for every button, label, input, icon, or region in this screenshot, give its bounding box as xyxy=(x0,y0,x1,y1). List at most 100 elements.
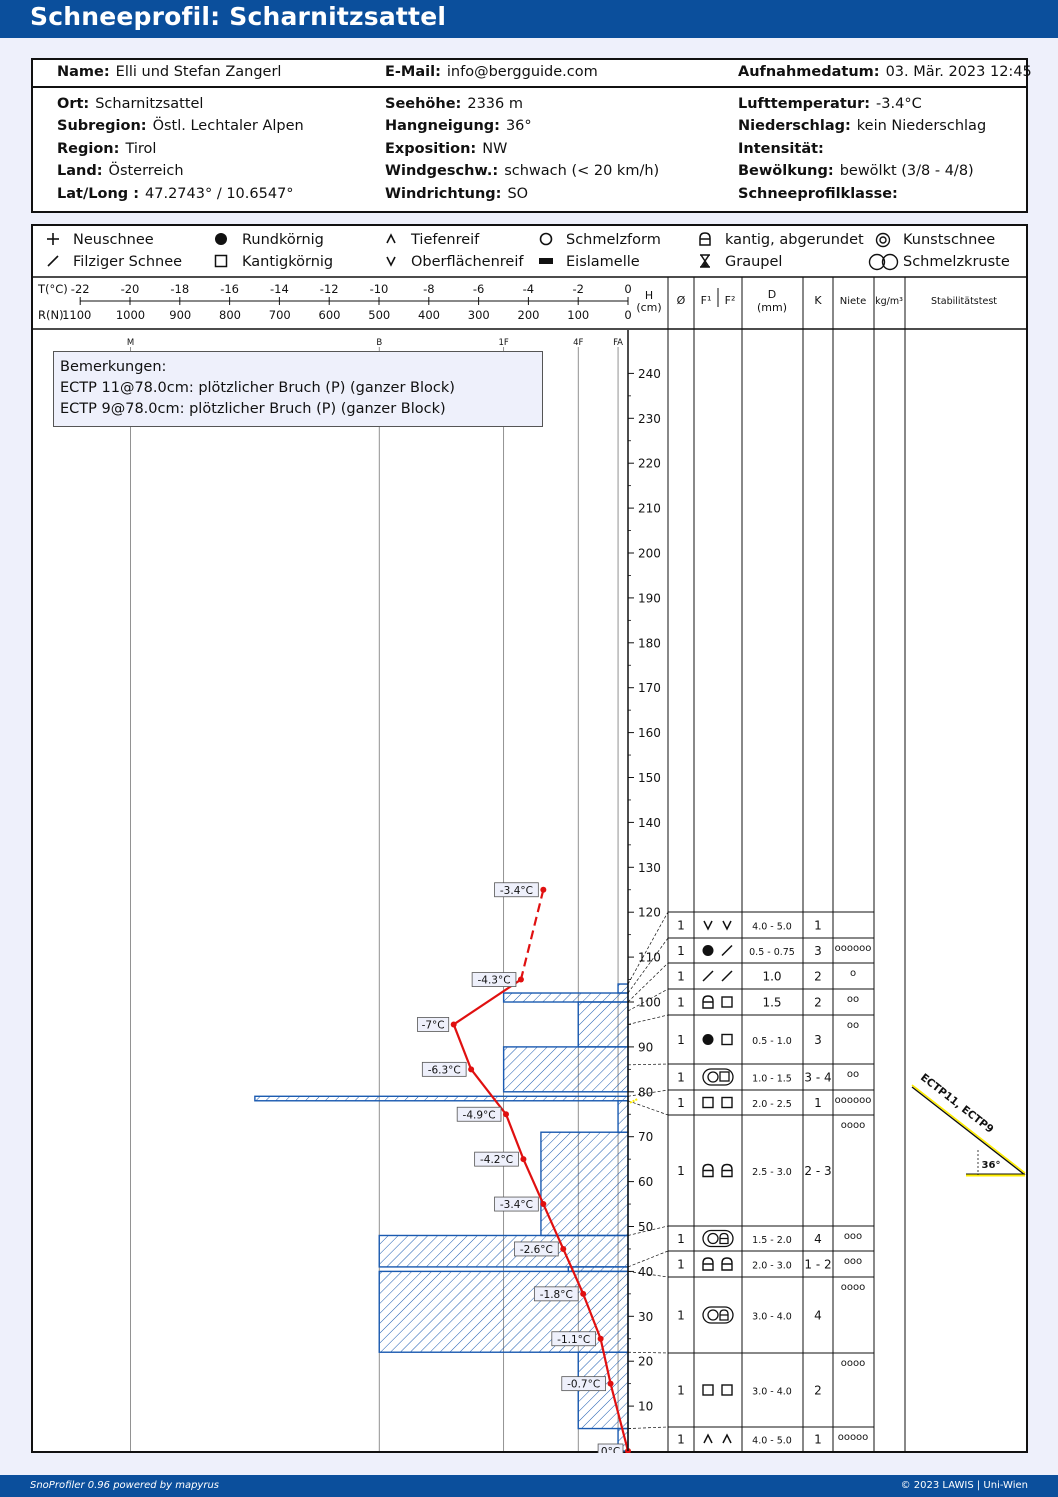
height-tick-label: 180 xyxy=(638,636,661,650)
legend-label: kantig, abgerundet xyxy=(725,232,864,248)
height-tick-label: 190 xyxy=(638,591,661,605)
height-tick-label: 70 xyxy=(638,1130,653,1144)
layer-connector xyxy=(627,1063,669,1066)
temperature-point xyxy=(540,886,547,893)
hardness-block xyxy=(577,1001,629,1048)
layer-connector xyxy=(627,1351,669,1354)
hardness-block xyxy=(540,1131,629,1237)
hangneigung-field: Hangneigung:36° xyxy=(385,118,532,134)
caret-up-icon xyxy=(722,1433,732,1444)
hand-hardness-label: 4F xyxy=(573,338,583,348)
d-header: D xyxy=(768,288,776,301)
graupel-icon xyxy=(695,254,715,272)
square-icon xyxy=(211,254,231,272)
layer-grain-size: 1.0 - 1.5 xyxy=(752,1074,792,1085)
layer-grain-size: 3.0 - 4.0 xyxy=(752,1387,792,1398)
rounded-facet-icon xyxy=(721,1163,733,1178)
bewoelkung-field: Bewölkung:bewölkt (3/8 - 4/8) xyxy=(738,163,974,179)
rounded-facet-icon xyxy=(702,1163,714,1178)
profile-box: Neuschnee Filziger Schnee Rundkörnig Kan… xyxy=(31,224,1028,1453)
hardness-block xyxy=(502,992,629,1003)
layer-phi: 1 xyxy=(677,996,685,1010)
temperature-label: -4.3°C xyxy=(477,975,510,987)
temperature-segment xyxy=(599,1338,612,1384)
rounded-facet-icon xyxy=(702,1257,714,1271)
date-field: Aufnahmedatum:03. Mär. 2023 12:45 xyxy=(738,64,1032,80)
temperature-segment xyxy=(562,1248,585,1295)
height-tick-label: 160 xyxy=(638,726,661,740)
layer-phi: 1 xyxy=(677,1309,685,1323)
lufttemp-field: Lufttemperatur:-3.4°C xyxy=(738,96,922,112)
legend-label: Graupel xyxy=(725,254,783,270)
circle-icon xyxy=(536,232,556,250)
legend-label: Rundkörnig xyxy=(242,232,324,248)
layer-hardness: 1 xyxy=(814,1096,822,1110)
slash-icon xyxy=(721,944,733,957)
rounded-facet-icon xyxy=(695,232,715,250)
temperature-label-box xyxy=(561,1376,606,1392)
temperature-label: -0.7°C xyxy=(567,1379,600,1391)
hardness-tick-label: 400 xyxy=(418,308,440,322)
layer-connector xyxy=(627,1426,669,1429)
square-icon xyxy=(702,1096,714,1109)
layer-phi: 1 xyxy=(677,970,685,984)
temperature-point xyxy=(520,1156,527,1163)
temperature-label-box xyxy=(533,1286,579,1302)
hardness-block xyxy=(378,1234,629,1268)
hardness-block xyxy=(502,1046,629,1093)
profilklasse-field: Schneeprofilklasse: xyxy=(738,186,898,202)
height-tick-label: 220 xyxy=(638,457,661,471)
melt-crust-icon xyxy=(867,253,901,275)
latlong-field: Lat/Long :47.2743° / 10.6547° xyxy=(57,186,294,202)
caret-down-icon xyxy=(381,254,401,272)
seehoehe-field: Seehöhe:2336 m xyxy=(385,96,523,112)
legend-label: Tiefenreif xyxy=(411,232,480,248)
temp-tick-label: 0 xyxy=(624,282,631,296)
d-unit-header: (mm) xyxy=(757,301,787,314)
square-icon xyxy=(721,996,733,1008)
height-tick-label: 60 xyxy=(638,1175,653,1189)
layer-hardness: 4 xyxy=(814,1309,822,1323)
hardness-tick-label: 1100 xyxy=(62,308,91,322)
page-title: Schneeprofil: Scharnitzsattel xyxy=(30,2,447,31)
exposition-field: Exposition:NW xyxy=(385,141,508,157)
layer-connector xyxy=(627,1100,669,1116)
temp-tick-label: -4 xyxy=(523,282,534,296)
square-icon xyxy=(721,1033,733,1046)
melt-crust-icon xyxy=(702,1068,734,1086)
layer-grain-size: 4.0 - 5.0 xyxy=(752,922,792,933)
layer-connector xyxy=(627,911,669,985)
stability-label: ECTP11, ECTP9 xyxy=(918,1072,996,1136)
temp-tick-label: -16 xyxy=(220,282,239,296)
f1-header: F¹ xyxy=(701,294,712,307)
legend-label: Filziger Schnee xyxy=(73,254,183,270)
k-header: K xyxy=(814,294,822,307)
layer-niete: oooo xyxy=(841,1358,865,1369)
temp-tick-label: -6 xyxy=(473,282,484,296)
layer-phi: 1 xyxy=(677,1232,685,1246)
height-tick-label: 10 xyxy=(638,1400,653,1414)
windrichtung-field: Windrichtung:SO xyxy=(385,186,529,202)
layer-phi: 1 xyxy=(677,1033,685,1047)
layer-connector xyxy=(627,1271,669,1278)
layer-phi: 1 xyxy=(677,919,685,933)
layer-grain-size: 0.5 - 1.0 xyxy=(752,1036,792,1047)
temperature-point xyxy=(540,1201,547,1208)
remarks-title: Bemerkungen: xyxy=(60,359,167,375)
density-header: kg/m³ xyxy=(875,296,903,307)
legend-label: Oberflächenreif xyxy=(411,254,524,270)
remarks-box: Bemerkungen: ECTP 11@78.0cm: plötzlicher… xyxy=(53,351,543,427)
temperature-label: -1.8°C xyxy=(540,1289,573,1301)
temperature-segment xyxy=(452,1024,473,1070)
layer-niete: oooo xyxy=(841,1282,865,1293)
temp-tick-label: -22 xyxy=(71,282,90,296)
layer-hardness: 1 - 2 xyxy=(804,1258,831,1272)
temperature-segment xyxy=(453,978,522,1026)
layer-grain-size: 2.5 - 3.0 xyxy=(752,1167,792,1178)
stability-slope-line xyxy=(911,1086,1026,1176)
filled-dot-icon xyxy=(211,232,231,250)
layer-phi: 1 xyxy=(677,1071,685,1085)
temperature-label: -3.4°C xyxy=(500,885,533,897)
stability-header: Stabilitätstest xyxy=(931,296,997,307)
